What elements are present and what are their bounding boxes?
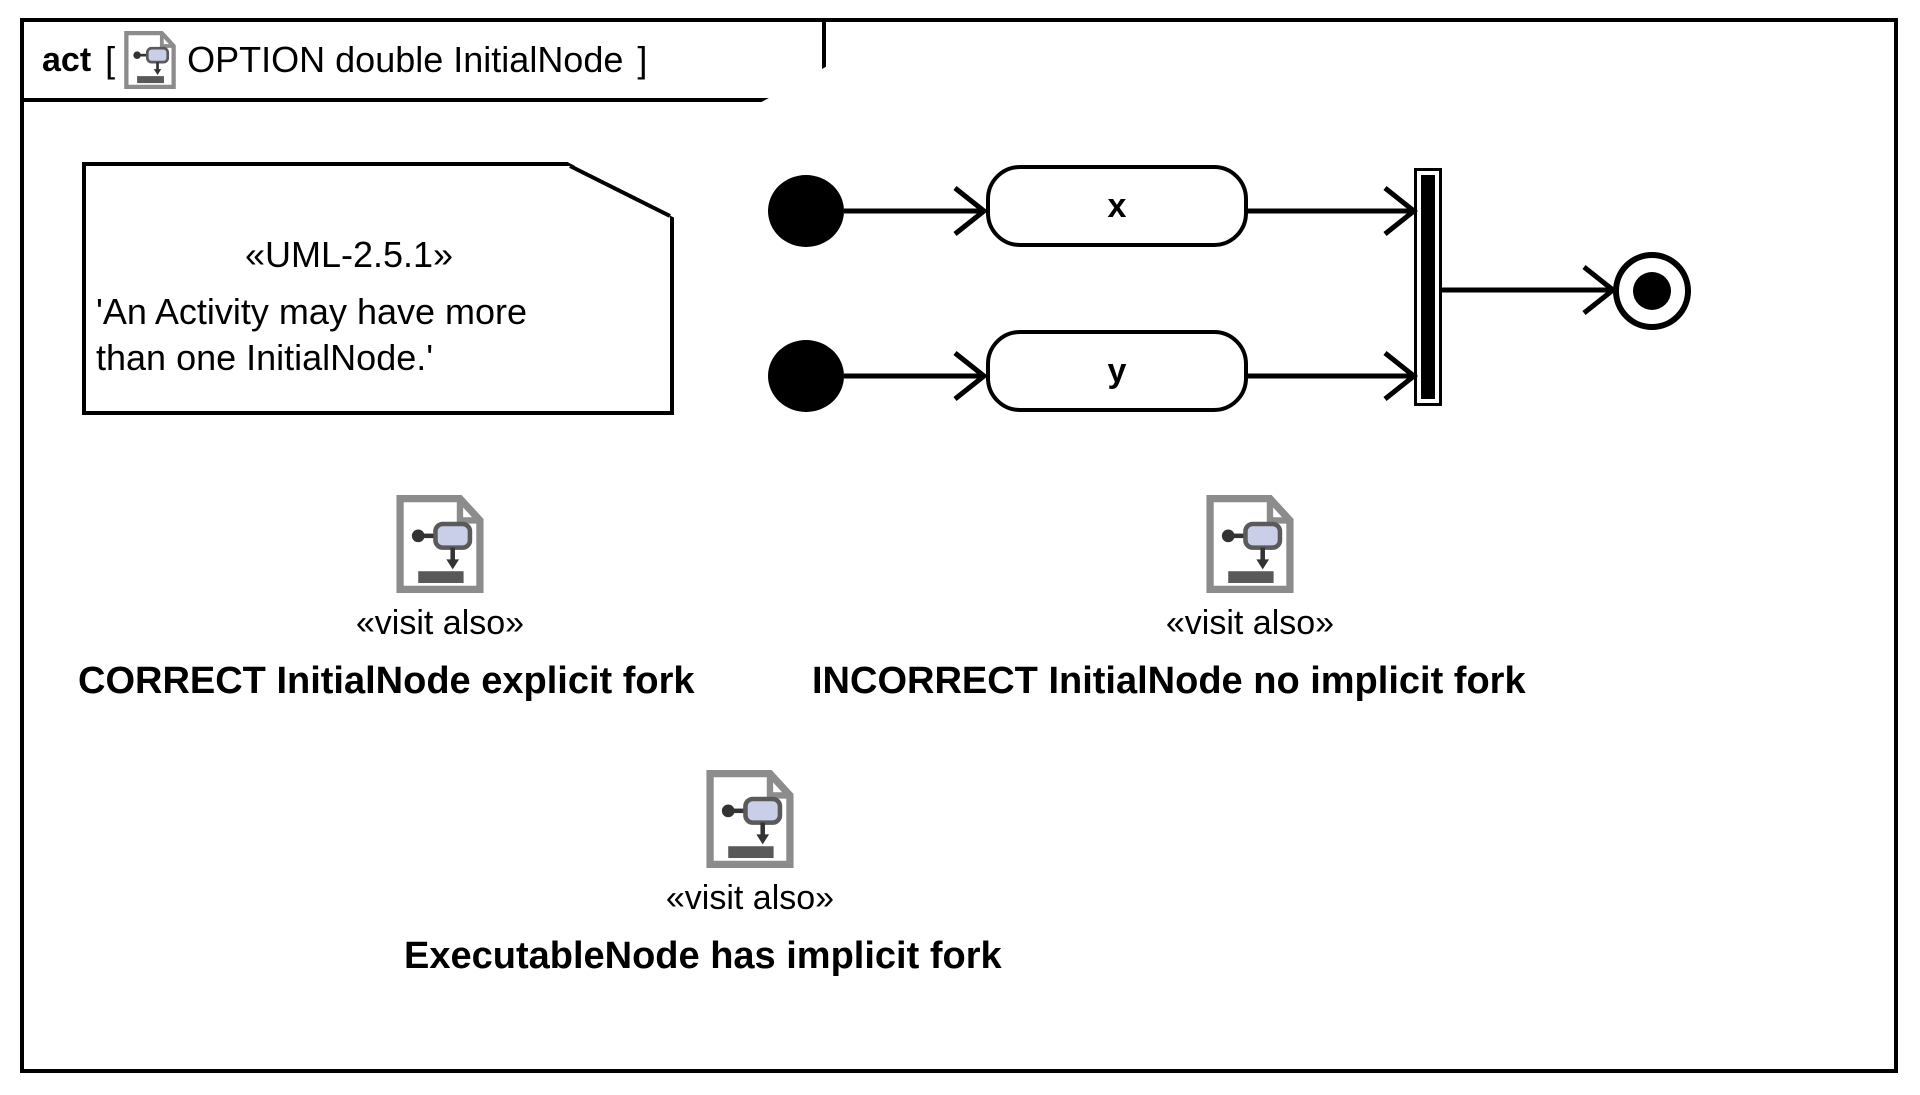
annotation-stereotype: «visit also» [1165,604,1335,642]
note-line-2: than one InitialNode.' [96,336,434,378]
annotation-stereotype: «visit also» [355,604,525,642]
note-stereotype: «UML-2.5.1» [244,234,454,275]
action-node-x[interactable]: x [986,165,1248,247]
join-node[interactable] [1414,168,1442,406]
final-node-inner-dot [1632,271,1672,311]
activity-final-node[interactable] [1613,252,1691,330]
note-shape [82,162,674,415]
action-node-y[interactable]: y [986,330,1248,412]
annotation-block-correct: «visit also» [330,495,550,643]
annotation-caption-incorrect: INCORRECT InitialNode no implicit fork [812,660,1526,702]
annotation-stereotype: «visit also» [665,879,835,917]
annotation-caption-executable: ExecutableNode has implicit fork [404,935,1002,977]
annotation-caption-correct: CORRECT InitialNode explicit fork [78,660,695,702]
note-line-1: 'An Activity may have more [96,290,528,332]
activity-document-icon[interactable] [1204,495,1296,593]
note-folded-corner [569,164,671,218]
note-text: «UML-2.5.1» 'An Activity may have more t… [82,162,674,415]
initial-node-top[interactable] [768,175,844,247]
uml-note: «UML-2.5.1» 'An Activity may have more t… [82,162,674,415]
initial-node-bottom[interactable] [768,340,844,412]
activity-document-icon[interactable] [704,770,796,868]
annotation-block-executable: «visit also» [640,770,860,918]
activity-document-icon[interactable] [394,495,486,593]
annotation-block-incorrect: «visit also» [1140,495,1360,643]
